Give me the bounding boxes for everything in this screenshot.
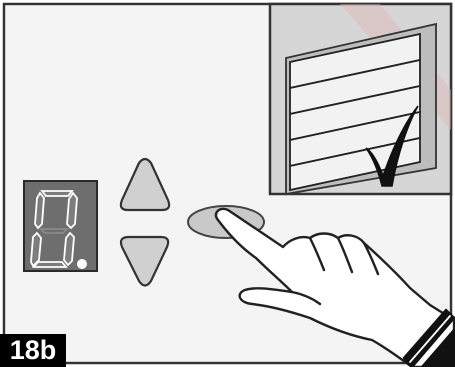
down-button[interactable] <box>119 235 170 287</box>
door-inset <box>268 2 453 196</box>
triangle-down-icon <box>119 235 170 287</box>
segment-g <box>38 228 70 234</box>
segment-f <box>34 191 45 230</box>
up-button[interactable] <box>119 157 171 212</box>
checkmark-icon <box>365 105 419 187</box>
decimal-point <box>77 259 87 269</box>
triangle-up-icon <box>119 157 171 212</box>
pointing-hand-icon <box>214 207 455 367</box>
segment-d <box>32 261 68 268</box>
segment-c <box>63 231 75 267</box>
segment-e <box>30 231 42 268</box>
segment-b <box>66 191 78 230</box>
seven-segment-display <box>23 180 98 272</box>
segment-a <box>40 190 74 197</box>
step-label: 18b <box>0 334 66 367</box>
garage-door <box>289 32 421 192</box>
